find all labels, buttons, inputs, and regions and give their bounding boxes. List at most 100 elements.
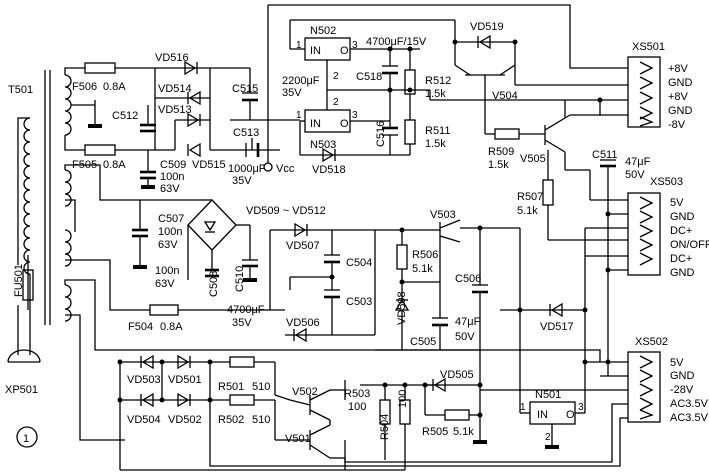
vd506-label: VD506 (286, 317, 320, 329)
xs502-pin3: -28V (670, 384, 694, 396)
resistor-r506 (396, 244, 408, 270)
c511-value-a: 47μF (625, 156, 651, 168)
vd513-label: VD513 (158, 104, 192, 116)
vd501-label: VD501 (168, 374, 202, 386)
vd502-label: VD502 (168, 414, 202, 426)
c507-label: C507 (158, 213, 184, 225)
c508-label: C508 (208, 271, 220, 297)
r503-value: 100 (348, 401, 366, 413)
c508-value-a: 100n (155, 265, 179, 277)
c506-value-b: 50V (455, 331, 475, 343)
c505-label: C505 (410, 336, 436, 348)
c507-value-b: 63V (158, 239, 178, 251)
xp501-label: XP501 (5, 384, 38, 396)
vd508-label: VD508 (396, 291, 408, 325)
c507-value-a: 100n (158, 226, 182, 238)
n502-pin1: 1 (296, 40, 302, 51)
figure-number-text: 1 (23, 433, 29, 445)
r501-label: R501 (218, 381, 244, 393)
n503-pin2: 2 (333, 97, 339, 108)
figure-number: 1 (16, 426, 38, 448)
fuse-fu501: FU501 (13, 255, 34, 310)
r506-label: R506 (412, 249, 438, 261)
v503-label: V503 (430, 209, 456, 221)
xs502-pin1: 5V (670, 357, 684, 369)
xs501-pin4: GND (668, 105, 693, 117)
r511-label: R511 (425, 125, 450, 137)
c518-value: 4700μF/15V (366, 36, 427, 48)
c510-label: C510 (234, 266, 246, 292)
v505-label: V505 (520, 153, 546, 165)
r512-label: R512 (425, 75, 451, 87)
n502-label: N502 (310, 25, 336, 37)
n503-in: IN (310, 118, 321, 130)
resistor-r511 (404, 119, 416, 145)
xs501-pin2: GND (668, 77, 693, 89)
c513-value-b: 35V (232, 175, 252, 187)
n503-label: N503 (310, 139, 336, 151)
xs503-pin3: DC+ (670, 225, 692, 237)
vd514-label: VD514 (158, 83, 192, 95)
xs501-pin5: -8V (668, 119, 686, 131)
c506-label: C506 (455, 273, 481, 285)
c510-value-a: 4700μF (227, 304, 265, 316)
f504-value: 0.8A (160, 321, 183, 333)
v501-label: V501 (285, 433, 311, 445)
r507-value: 5.1k (517, 205, 538, 217)
xs501-label: XS501 (632, 41, 665, 53)
f504-label: F504 (128, 321, 153, 333)
r502-label: R502 (218, 414, 244, 426)
xs501-pin1: +8V (668, 63, 689, 75)
plug-xp501: XP501 (5, 340, 41, 396)
vd517-label: VD517 (540, 321, 574, 333)
r505-value: 5.1k (453, 426, 474, 438)
vd507-label: VD507 (286, 240, 320, 252)
n501-pin3: 3 (578, 402, 584, 413)
c516-label: C516 (375, 121, 387, 147)
fuse-f505 (84, 144, 116, 156)
middle-supply-section: F504 0.8A C507 100n 63V 100n 63V VD509 ~… (64, 164, 588, 440)
r502-value: 510 (252, 414, 270, 426)
xs502-label: XS502 (635, 336, 668, 348)
vd519-label: VD519 (470, 21, 504, 33)
top-supply-section: F506 0.8A F505 0.8A VD516 VD514 VD513 VD… (64, 4, 651, 362)
r511-value: 1.5k (425, 138, 446, 150)
xs501-pin3: +8V (668, 91, 689, 103)
c511-value-b: 50V (625, 169, 645, 181)
r509-label: R509 (488, 146, 514, 158)
n503-pin1: 1 (296, 110, 302, 121)
xs502-pin4: AC3.5V (670, 398, 709, 410)
t501-label: T501 (8, 84, 33, 96)
n501-out: O (566, 409, 575, 421)
c518-label: C518 (356, 71, 382, 83)
r501-value: 510 (252, 381, 270, 393)
xs503-pin4: ON/OFF (670, 239, 709, 251)
n502-in: IN (310, 45, 321, 57)
vd515-label: VD515 (192, 159, 226, 171)
r504-label: R504 (379, 414, 391, 440)
n503-pin3: 3 (352, 110, 358, 121)
connector-xs503: XS503 5V GND DC+ ON/OFF DC+ GND (548, 169, 709, 362)
vd504-label: VD504 (127, 414, 161, 426)
c515-value-b: 35V (282, 87, 302, 99)
v502-label: V502 (292, 386, 318, 398)
vd518-label: VD518 (312, 164, 346, 176)
r509-value: 1.5k (488, 159, 509, 171)
xs502-pin2: GND (670, 370, 695, 382)
xs503-pin6: GND (670, 267, 695, 279)
c506-value-a: 47μF (455, 316, 481, 328)
c510-value-b: 35V (232, 317, 252, 329)
resistor-r507 (542, 179, 554, 206)
vd516-label: VD516 (155, 52, 189, 64)
vd503-label: VD503 (127, 374, 161, 386)
connector-xs501: XS501 +8V GND +8V GND -8V (627, 41, 693, 131)
f505-value: 0.8A (103, 159, 126, 171)
resistor-r502 (229, 394, 255, 406)
vd505-label: VD505 (440, 369, 474, 381)
vcc-label: Vcc (276, 163, 295, 175)
transformer-t501: T501 (8, 70, 72, 340)
n501-in: IN (537, 409, 548, 421)
r506-value: 5.1k (412, 263, 433, 275)
c509-label: C509 (160, 159, 186, 171)
